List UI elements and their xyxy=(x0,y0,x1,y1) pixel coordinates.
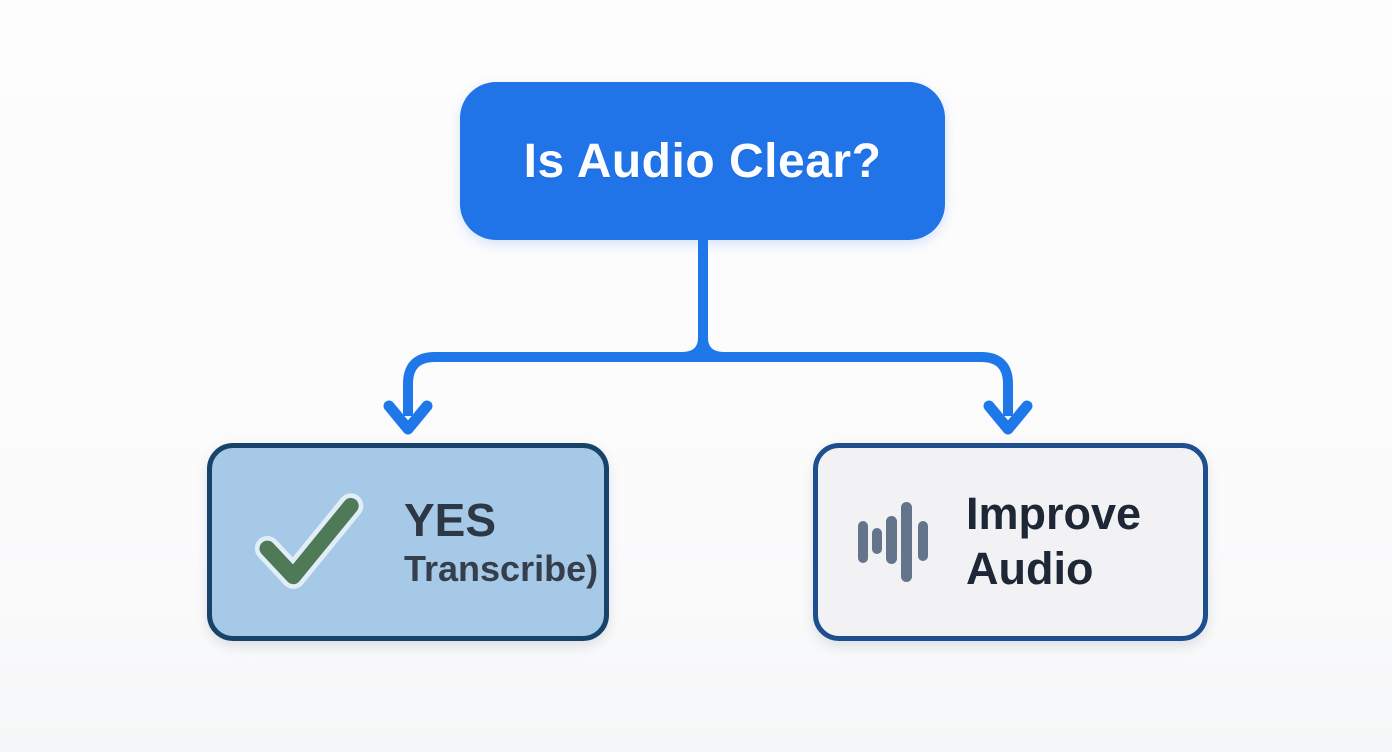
yes-label: YES xyxy=(404,493,497,546)
improve-text-block: Improve Audio xyxy=(966,487,1203,597)
arrowhead-left-icon xyxy=(383,400,433,435)
yes-sublabel: Transcribe) xyxy=(404,548,599,590)
yes-node: YES Transcribe) xyxy=(207,443,609,641)
decision-node: Is Audio Clear? xyxy=(460,82,945,240)
improve-audio-node: Improve Audio xyxy=(813,443,1208,641)
connector-stem xyxy=(682,240,724,362)
decision-label: Is Audio Clear? xyxy=(523,134,882,188)
audio-waveform-icon xyxy=(858,502,928,582)
checkmark-icon xyxy=(254,493,364,589)
arrowhead-right-icon xyxy=(983,400,1033,435)
improve-audio-label: Improve Audio xyxy=(966,488,1142,594)
connector-branches xyxy=(403,352,1013,416)
yes-text-block: YES Transcribe) xyxy=(404,496,598,588)
